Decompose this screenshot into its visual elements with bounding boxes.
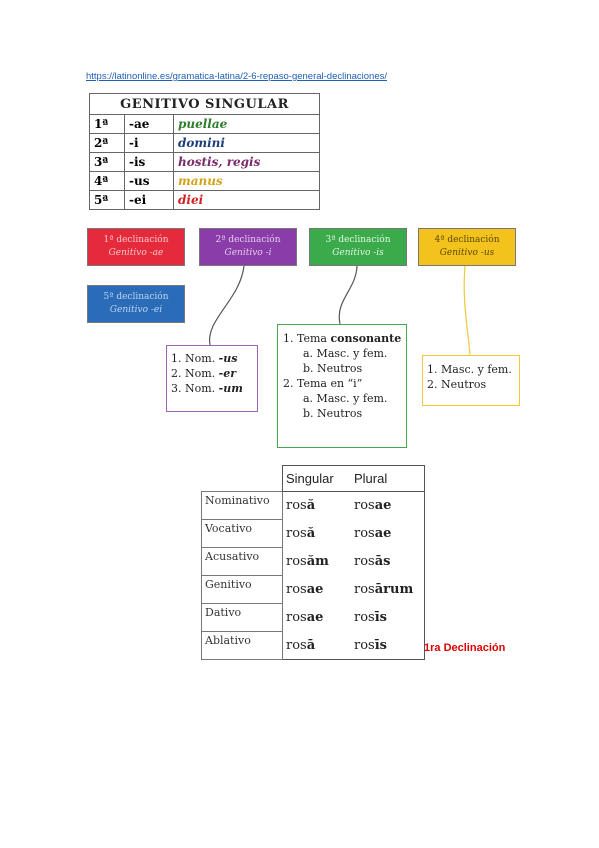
item-label: 3. Nom. — [171, 382, 219, 395]
declension-number: 1ª — [89, 114, 125, 134]
item-label: 1. Tema — [283, 332, 331, 345]
case-label: Vocativo — [201, 519, 283, 548]
list-item: 1. Masc. y fem. — [427, 363, 512, 376]
list-item: b. Neutros — [303, 407, 363, 420]
list-item: 2. Nom. -er — [171, 366, 257, 381]
plural-form: rosās — [351, 547, 425, 576]
connector-4th — [463, 265, 471, 356]
item-ending: -er — [218, 367, 237, 380]
second-declension-box: 2ª declinación Genitivo -i — [199, 228, 297, 266]
singular-form: rosă — [282, 491, 351, 520]
case-label: Ablativo — [201, 631, 283, 660]
table-row: Acusativo rosăm rosās — [201, 547, 425, 576]
rosa-declension-table: Singular Plural Nominativo rosă rosae Vo… — [201, 465, 425, 660]
third-declension-box: 3ª declinación Genitivo -is — [309, 228, 407, 266]
plural-form: rosae — [351, 519, 425, 548]
box-title: 3ª declinación — [325, 235, 391, 245]
list-item: b. Neutros — [303, 362, 363, 375]
case-label: Acusativo — [201, 547, 283, 576]
example-word: hostis, regis — [173, 152, 320, 172]
box-subtitle: Genitivo -us — [439, 248, 495, 258]
column-header: Singular — [282, 465, 351, 492]
column-header: Plural — [351, 465, 425, 492]
box-subtitle: Genitivo -is — [332, 248, 384, 258]
genitive-ending: -is — [124, 152, 174, 172]
genitivo-row: 2ª -i domini — [89, 133, 320, 153]
list-item: 1. Nom. -us — [171, 351, 257, 366]
plural-form: rosīs — [351, 603, 425, 632]
box-title: 5ª declinación — [103, 292, 169, 302]
list-item: 3. Nom. -um — [171, 381, 257, 396]
singular-form: rosae — [282, 575, 351, 604]
table-row: Nominativo rosă rosae — [201, 491, 425, 520]
item-label: 2. Nom. — [171, 367, 219, 380]
connector-2nd — [208, 265, 245, 346]
box-title: 2ª declinación — [215, 235, 281, 245]
list-item: 2. Tema en “i” — [283, 377, 363, 390]
declension-caption: 1ra Declinación — [424, 642, 506, 654]
box-title: 4ª declinación — [434, 235, 500, 245]
singular-form: rosā — [282, 631, 351, 660]
genitivo-row: 3ª -is hostis, regis — [89, 152, 320, 172]
singular-form: rosă — [282, 519, 351, 548]
box-title: 1ª declinación — [103, 235, 169, 245]
source-link[interactable]: https://latinonline.es/gramatica-latina/… — [86, 71, 387, 82]
table-row: Dativo rosae rosīs — [201, 603, 425, 632]
declension-number: 5ª — [89, 190, 125, 210]
genitivo-row: 5ª -ei diei — [89, 190, 320, 210]
box-subtitle: Genitivo -ei — [109, 305, 163, 315]
item-label: 1. Nom. — [171, 352, 219, 365]
table-row: Vocativo rosă rosae — [201, 519, 425, 548]
third-declension-subtypes: 1. Tema consonante a. Masc. y fem. b. Ne… — [277, 324, 407, 448]
item-bold: consonante — [330, 332, 402, 345]
singular-form: rosae — [282, 603, 351, 632]
example-word: manus — [173, 171, 320, 191]
list-item: a. Masc. y fem. — [303, 392, 388, 405]
box-subtitle: Genitivo -ae — [108, 248, 164, 258]
table-row: Ablativo rosā rosīs — [201, 631, 425, 660]
plural-form: rosārum — [351, 575, 425, 604]
plural-form: rosae — [351, 491, 425, 520]
plural-form: rosīs — [351, 631, 425, 660]
empty-cell — [202, 466, 283, 492]
genitivo-title: GENITIVO SINGULAR — [89, 93, 320, 115]
list-item: a. Masc. y fem. — [303, 347, 388, 360]
second-declension-subtypes: 1. Nom. -us 2. Nom. -er 3. Nom. -um — [166, 345, 258, 412]
fifth-declension-box: 5ª declinación Genitivo -ei — [87, 285, 185, 323]
example-word: domini — [173, 133, 320, 153]
case-label: Dativo — [201, 603, 283, 632]
genitive-ending: -ei — [124, 190, 174, 210]
fourth-declension-subtypes: 1. Masc. y fem. 2. Neutros — [422, 355, 520, 406]
genitivo-row: 4ª -us manus — [89, 171, 320, 191]
case-label: Nominativo — [201, 491, 283, 520]
singular-form: rosăm — [282, 547, 351, 576]
case-label: Genitivo — [201, 575, 283, 604]
example-word: diei — [173, 190, 320, 210]
fourth-declension-box: 4ª declinación Genitivo -us — [418, 228, 516, 266]
connector-3rd — [338, 265, 358, 325]
item-ending: -us — [218, 352, 238, 365]
genitivo-singular-table: GENITIVO SINGULAR 1ª -ae puellae 2ª -i d… — [89, 93, 320, 210]
box-subtitle: Genitivo -i — [224, 248, 272, 258]
list-item: 2. Neutros — [427, 378, 487, 391]
list-item: 1. Tema consonante — [283, 331, 406, 346]
first-declension-box: 1ª declinación Genitivo -ae — [87, 228, 185, 266]
table-row: Genitivo rosae rosārum — [201, 575, 425, 604]
item-ending: -um — [218, 382, 243, 395]
